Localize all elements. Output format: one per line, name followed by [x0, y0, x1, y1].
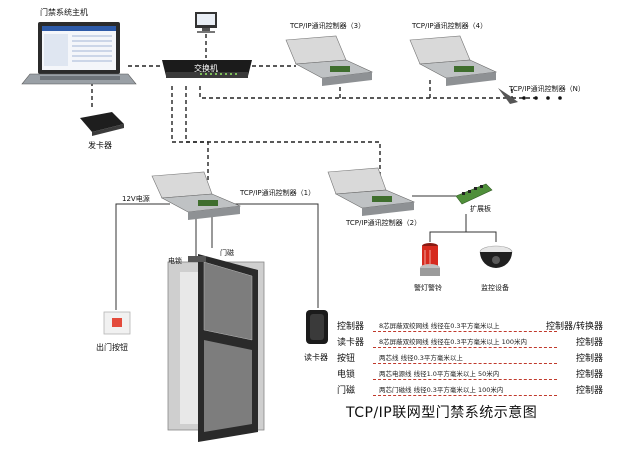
wiring-device: 按钮	[337, 354, 356, 364]
network-links	[91, 34, 540, 180]
controller-n-label: TCP/IP通讯控制器（N）	[509, 85, 585, 93]
wiring-underline	[373, 379, 557, 380]
wiring-target: 控制器	[575, 338, 603, 348]
wiring-spec: 8芯屏蔽双绞网线 线径在0.3平方毫米以上	[379, 322, 500, 330]
wiring-underline	[373, 395, 557, 396]
host-label: 门禁系统主机	[40, 8, 88, 17]
network-switch	[162, 60, 252, 78]
wiring-underline	[373, 363, 557, 364]
wiring-device: 门磁	[337, 386, 356, 396]
expansion-board-label: 扩展板	[470, 205, 491, 213]
wiring-underline	[373, 347, 557, 348]
wiring-device: 电锁	[337, 370, 356, 380]
card-reader-label: 读卡器	[304, 353, 328, 362]
controller-3-label: TCP/IP通讯控制器（3）	[290, 22, 366, 30]
wiring-device: 控制器	[337, 322, 365, 332]
wiring-target: 控制器	[575, 370, 603, 380]
controller-2-box	[327, 167, 416, 216]
exit-button	[103, 311, 131, 335]
wiring-spec: 两芯电源线 线径1.0平方毫米以上 50米内	[379, 370, 500, 378]
monitor-pc	[195, 12, 217, 33]
wiring-target: 控制器	[575, 354, 603, 364]
controller-4-label: TCP/IP通讯控制器（4）	[412, 22, 488, 30]
card-issuer-device	[80, 112, 124, 136]
door-sensor-label: 门磁	[220, 249, 234, 257]
wiring-spec: 两芯线 线径0.3平方毫米以上	[379, 354, 463, 362]
expansion-board	[455, 183, 493, 205]
wiring-spec: 两芯门磁线 线径0.3平方毫米以上 100米内	[379, 386, 504, 394]
dome-camera	[479, 245, 513, 268]
wiring-row-button: 按钮 两芯线 线径0.3平方毫米以上 控制器	[337, 350, 603, 366]
wiring-target: 控制器/转换器	[545, 322, 603, 332]
controller-n-box	[498, 88, 518, 104]
card-issuer-label: 发卡器	[88, 141, 112, 150]
power-12v-label: 12V电源	[122, 195, 150, 203]
electric-lock	[188, 256, 206, 262]
wiring-underline	[373, 331, 557, 332]
wiring-row-lock: 电锁 两芯电源线 线径1.0平方毫米以上 50米内 控制器	[337, 366, 603, 382]
controller-n-dots	[522, 96, 562, 100]
door	[167, 254, 265, 442]
switch-label: 交换机	[194, 64, 218, 73]
controller-4-box	[409, 35, 498, 86]
wiring-target: 控制器	[575, 386, 603, 396]
controller-2-label: TCP/IP通讯控制器（2）	[346, 219, 422, 227]
exit-button-label: 出门按钮	[96, 343, 128, 352]
wiring-row-reader: 读卡器 8芯屏蔽双绞网线 线径在0.3平方毫米以上 100米内 控制器	[337, 334, 603, 350]
device-wiring	[115, 195, 497, 310]
card-reader-device	[306, 310, 328, 344]
host-laptop	[21, 22, 137, 85]
alarm-light-label: 警灯警铃	[414, 284, 442, 292]
wiring-device: 读卡器	[337, 338, 365, 348]
controller-1-label: TCP/IP通讯控制器（1）	[240, 189, 316, 197]
wiring-row-sensor: 门磁 两芯门磁线 线径0.3平方毫米以上 100米内 控制器	[337, 382, 603, 398]
wiring-row-controller: 控制器 8芯屏蔽双绞网线 线径在0.3平方毫米以上 控制器/转换器	[337, 318, 603, 334]
controller-3-box	[285, 35, 374, 86]
diagram-title: TCP/IP联网型门禁系统示意图	[346, 405, 538, 421]
controller-1-box	[151, 171, 242, 220]
camera-label: 监控设备	[481, 284, 509, 292]
electric-lock-label: 电锁	[168, 257, 182, 265]
wiring-spec: 8芯屏蔽双绞网线 线径在0.3平方毫米以上 100米内	[379, 338, 528, 346]
alarm-light	[420, 243, 440, 276]
